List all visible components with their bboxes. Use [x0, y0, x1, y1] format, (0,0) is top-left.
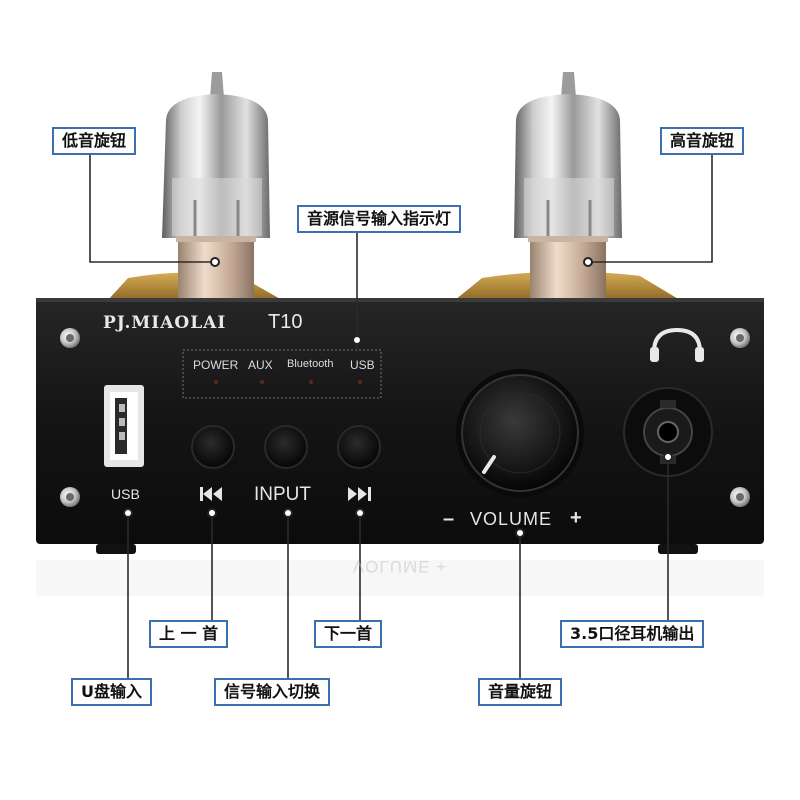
previous-button: [191, 425, 235, 469]
brand-logo: PJ.MIAOLAI: [103, 313, 227, 333]
callout-treble-knob: 高音旋钮: [660, 127, 745, 155]
right-vacuum-tube: [514, 72, 622, 300]
usb-port-label: USB: [111, 486, 140, 502]
indicator-aux: AUX: [248, 358, 273, 372]
volume-minus: –: [443, 508, 455, 530]
volume-knob: [456, 369, 584, 497]
callout-headphone-output: 3.5口径耳机输出: [560, 620, 705, 648]
volume-reflection: VOLUME +: [352, 557, 448, 576]
callout-bass-knob: 低音旋钮: [52, 127, 137, 155]
left-vacuum-tube: [162, 72, 270, 300]
front-panel: [36, 298, 764, 544]
next-track-icon: [348, 487, 371, 501]
callout-dots: [123, 257, 673, 538]
input-label: INPUT: [254, 484, 311, 505]
callout-next-track: 下一首: [314, 620, 383, 648]
callout-usb-input: U盘输入: [71, 678, 152, 706]
indicator-panel: [182, 349, 382, 399]
indicator-usb: USB: [350, 358, 375, 372]
callout-volume-knob: 音量旋钮: [478, 678, 563, 706]
input-button: [264, 425, 308, 469]
callout-source-indicator: 音源信号输入指示灯: [297, 205, 462, 233]
model-label: T10: [268, 311, 303, 333]
next-button: [337, 425, 381, 469]
indicator-bluetooth: Bluetooth: [287, 358, 334, 370]
screws: [60, 328, 750, 507]
callout-previous-track: 上 一 首: [149, 620, 229, 648]
callout-input-switch: 信号输入切换: [214, 678, 331, 706]
indicator-power: POWER: [193, 358, 239, 372]
volume-plus: +: [570, 507, 582, 529]
volume-label: VOLUME: [470, 509, 553, 529]
callout-leaders: [89, 150, 713, 678]
headphone-icon: [650, 327, 704, 362]
previous-track-icon: [200, 487, 222, 501]
